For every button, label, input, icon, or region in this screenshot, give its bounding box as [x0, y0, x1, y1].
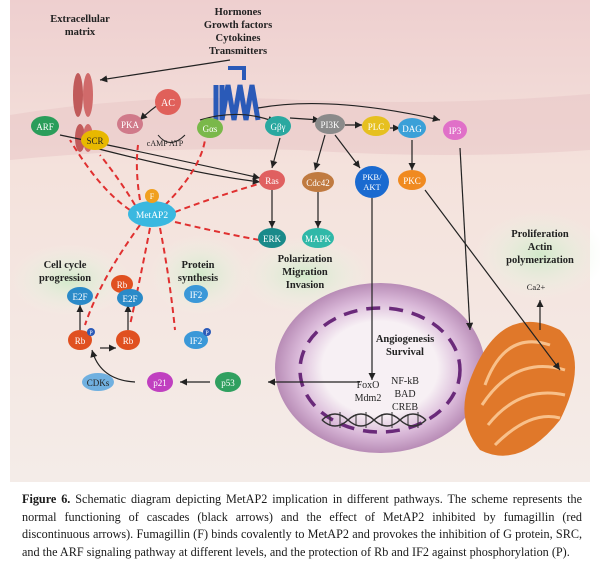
- node-scr: SCR: [81, 130, 109, 150]
- signals-label-1: Hormones: [215, 7, 262, 18]
- dna-helix: [321, 412, 427, 428]
- node-cdc42: Cdc42: [302, 172, 334, 192]
- proliferation-label-3: polymerization: [506, 255, 574, 266]
- gpcr-receptor: [213, 84, 261, 121]
- figure-caption: Figure 6. Schematic diagram depicting Me…: [22, 491, 582, 561]
- p53-label: p53: [221, 378, 235, 388]
- camp-atp-label: cAMP ATP: [147, 139, 184, 148]
- if2-top-label: IF2: [190, 290, 203, 300]
- proliferation-label-1: Proliferation: [511, 229, 569, 240]
- signals-label-4: Transmitters: [209, 46, 267, 57]
- p21-label: p21: [153, 378, 167, 388]
- node-rb-phos: RbP: [68, 328, 95, 350]
- calcium-label: Ca2+: [527, 282, 546, 292]
- node-arf: ARF: [31, 116, 59, 136]
- extracellular-label-1: Extracellular: [50, 14, 110, 25]
- protein-synthesis-label-1: Protein: [181, 260, 214, 271]
- polarization-label-2: Migration: [282, 267, 328, 278]
- node-rb-top: Rb: [111, 275, 133, 293]
- node-pkb-akt: PKB/AKT: [355, 166, 389, 198]
- node-rb: Rb: [116, 330, 140, 350]
- extracellular-label-2: matrix: [65, 27, 96, 38]
- node-p53: p53: [215, 372, 241, 392]
- node-p21: p21: [147, 372, 173, 392]
- protein-synthesis-glow: [150, 235, 250, 315]
- metap2-label: MetAP2: [136, 211, 168, 221]
- dag-label: DAG: [402, 124, 422, 134]
- signals-label-2: Growth factors: [204, 20, 272, 31]
- nucleus: [275, 283, 485, 453]
- proliferation-glow: [475, 210, 600, 300]
- cdc42-label: Cdc42: [306, 178, 330, 188]
- node-dag: DAG: [398, 118, 426, 138]
- ip3-label: IP3: [449, 126, 462, 136]
- gas-label: Gαs: [203, 124, 218, 134]
- polarization-label-3: Invasion: [286, 280, 325, 291]
- rb-p-label: P: [89, 331, 93, 337]
- node-pkc: PKC: [398, 170, 426, 190]
- angiogenesis-label-1: Angiogenesis: [376, 334, 434, 345]
- camp-cycle-arrow: [157, 134, 186, 143]
- cell-cycle-label-1: Cell cycle: [44, 260, 87, 271]
- fumagillin-label: F: [150, 192, 155, 201]
- protein-synthesis-label-2: synthesis: [178, 273, 218, 284]
- pi3k-label: PI3K: [320, 120, 340, 130]
- rb-phos-label: Rb: [75, 336, 86, 346]
- node-mapk: MAPK: [302, 228, 334, 248]
- arf-label: ARF: [36, 122, 54, 132]
- node-erk: ERK: [258, 228, 286, 248]
- node-ac: AC: [155, 89, 181, 115]
- endoplasmic-reticulum: [464, 321, 575, 456]
- ras-label: Ras: [265, 176, 279, 186]
- polarization-label-1: Polarization: [278, 254, 333, 265]
- node-pka: PKA: [117, 114, 143, 134]
- pkc-label: PKC: [403, 176, 421, 186]
- pkb-akt-label-1: PKB/: [363, 172, 383, 182]
- node-gas: Gαs: [197, 118, 223, 138]
- proliferation-label-2: Actin: [528, 242, 553, 253]
- bad-label: BAD: [394, 389, 415, 400]
- if2-p-label: P: [205, 331, 209, 337]
- rb-label: Rb: [123, 336, 134, 346]
- node-cdks: CDKs: [82, 373, 114, 391]
- gpcr-ligand-tab: [228, 66, 246, 80]
- nfkb-label: NF-kB: [391, 376, 419, 387]
- mapk-label: MAPK: [305, 234, 332, 244]
- node-e2f-left: E2F: [67, 287, 93, 305]
- if2-phos-label: IF2: [190, 336, 203, 346]
- e2f-right-label: E2F: [122, 294, 137, 304]
- ac-label: AC: [161, 98, 175, 109]
- foxo-label: FoxO: [357, 380, 380, 391]
- cell-cycle-label-2: progression: [39, 273, 91, 284]
- mdm2-label: Mdm2: [355, 393, 382, 404]
- cdks-label: CDKs: [87, 378, 110, 388]
- scr-label: SCR: [86, 136, 103, 146]
- creb-label: CREB: [392, 402, 418, 413]
- cell-cycle-glow: [10, 244, 130, 316]
- node-ras: Ras: [259, 170, 285, 190]
- node-metap2: MetAP2 F: [128, 189, 176, 227]
- cell-membrane: [10, 94, 590, 160]
- pka-label: PKA: [121, 120, 140, 130]
- node-pi3k: PI3K: [315, 114, 345, 134]
- nucleus-inner-dash: [298, 306, 462, 434]
- caption-figure-label: Figure 6.: [22, 492, 71, 506]
- node-plc: PLC: [362, 116, 390, 136]
- e2f-left-label: E2F: [72, 292, 87, 302]
- node-if2-top: IF2: [184, 285, 208, 303]
- node-e2f-right: E2F: [117, 289, 143, 307]
- caption-text: Schematic diagram depicting MetAP2 impli…: [22, 492, 583, 559]
- angiogenesis-label-2: Survival: [386, 347, 424, 358]
- erk-label: ERK: [263, 234, 282, 244]
- inhibition-lines: [69, 139, 263, 331]
- rb-top-label: Rb: [117, 280, 128, 290]
- node-gbg: Gβγ: [265, 116, 291, 136]
- gbg-label: Gβγ: [270, 122, 285, 132]
- signals-label-3: Cytokines: [216, 33, 261, 44]
- node-ip3: IP3: [443, 120, 467, 140]
- pkb-akt-label-2: AKT: [363, 182, 381, 192]
- plc-label: PLC: [368, 122, 385, 132]
